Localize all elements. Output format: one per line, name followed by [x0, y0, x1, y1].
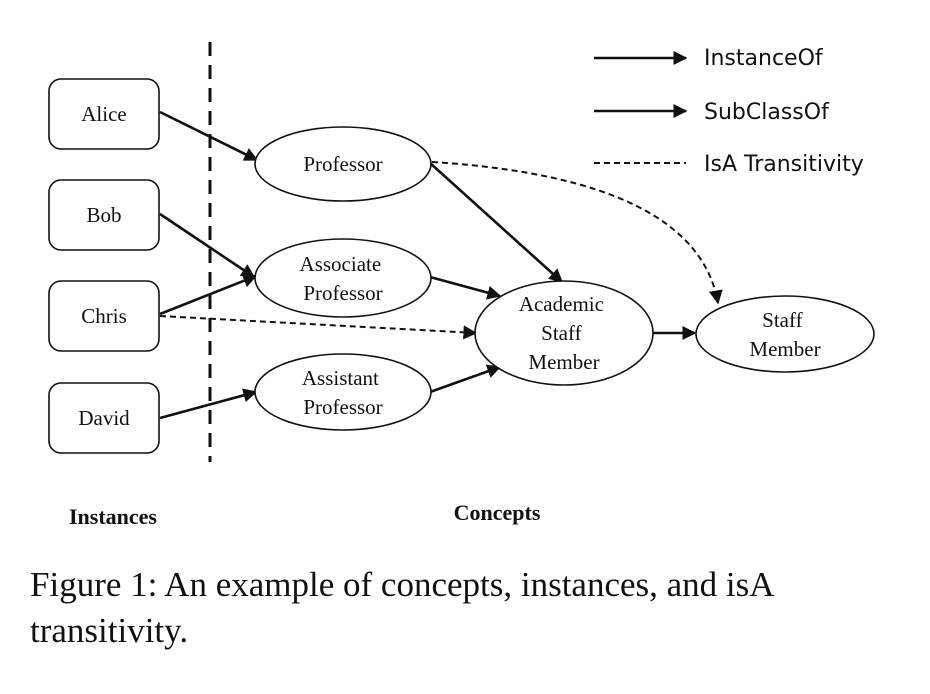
concept-academic-staff-member-label: Academic Staff Member: [519, 292, 609, 374]
subclassof-edges: [429, 162, 697, 394]
concept-associate-professor-label: Associate Professor: [300, 252, 387, 305]
edge-professor-academic-staff: [429, 162, 564, 283]
instance-alice-label: Alice: [81, 102, 126, 126]
concept-academic-staff-member-line-1: Academic: [519, 292, 604, 316]
concept-staff-member-line-2: Member: [749, 337, 820, 361]
instance-bob-label: Bob: [86, 203, 121, 227]
concept-staff-member-line-1: Staff: [762, 308, 802, 332]
isa-diagram: InstanceOf SubClassOf IsA Transitivity A…: [48, 42, 875, 529]
concept-academic-staff-member: Academic Staff Member: [474, 280, 654, 386]
concept-assistant-professor-line-2: Professor: [303, 395, 382, 419]
legend-subclassof-label: SubClassOf: [704, 100, 830, 125]
concept-staff-member-label: Staff Member: [749, 308, 820, 361]
concept-academic-staff-member-line-3: Member: [528, 350, 599, 374]
concept-associate-professor: Associate Professor: [254, 238, 432, 318]
concept-professor-ellipse: [254, 126, 432, 202]
isa-transitivity-edges: [159, 161, 723, 340]
legend-isa-transitivity-label: IsA Transitivity: [704, 152, 864, 177]
concept-professor-line-1: Professor: [303, 152, 382, 176]
edge-bob-associate-professor: [159, 212, 256, 279]
concept-academic-staff-member-ellipse: [474, 280, 654, 386]
instance-david: David: [48, 382, 160, 454]
edge-assistant-academic-staff: [429, 364, 502, 394]
instance-alice: Alice: [48, 78, 160, 150]
concept-assistant-professor-ellipse: [254, 353, 432, 431]
instance-chris-label: Chris: [81, 304, 127, 328]
legend-instanceof-label: InstanceOf: [704, 46, 824, 71]
instance-bob-box: [48, 179, 160, 251]
figure-caption: Figure 1: An example of concepts, instan…: [30, 565, 773, 650]
instance-chris: Chris: [48, 280, 160, 352]
concept-assistant-professor-line-1: Assistant: [302, 366, 379, 390]
edge-chris-academic-staff-transitive: [159, 315, 478, 340]
concept-professor-label: Professor: [303, 152, 382, 176]
concept-associate-professor-ellipse: [254, 238, 432, 318]
concept-assistant-professor-label: Assistant Professor: [302, 366, 384, 419]
edge-alice-professor: [159, 110, 259, 162]
concept-professor: Professor: [254, 126, 432, 202]
section-label-concepts: Concepts: [454, 500, 541, 525]
instance-david-box: [48, 382, 160, 454]
instance-chris-box: [48, 280, 160, 352]
concept-staff-member-ellipse: [695, 295, 875, 373]
edge-associate-academic-staff: [429, 275, 502, 300]
legend: InstanceOf SubClassOf IsA Transitivity: [594, 46, 864, 177]
edge-david-assistant-professor: [159, 388, 258, 420]
concept-academic-staff-member-line-2: Staff: [541, 321, 581, 345]
concept-staff-member: Staff Member: [695, 295, 875, 373]
instance-alice-box: [48, 78, 160, 150]
instance-bob: Bob: [48, 179, 160, 251]
edge-chris-associate-professor: [159, 274, 258, 316]
concept-associate-professor-line-2: Professor: [303, 281, 382, 305]
edge-professor-staff-member-transitive: [431, 161, 723, 305]
instance-david-label: David: [78, 406, 130, 430]
instanceof-edges: [159, 110, 259, 420]
concept-assistant-professor: Assistant Professor: [254, 353, 432, 431]
concept-associate-professor-line-1: Associate: [300, 252, 382, 276]
section-label-instances: Instances: [69, 504, 157, 529]
